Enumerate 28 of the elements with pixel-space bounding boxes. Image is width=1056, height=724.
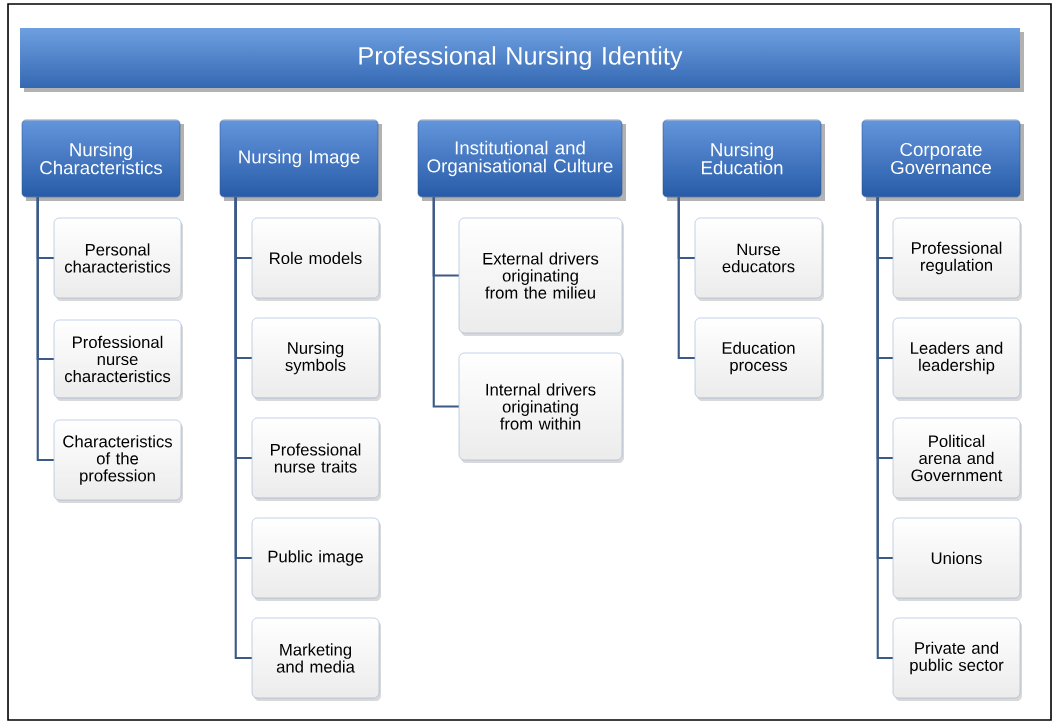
item-box: Public image bbox=[251, 517, 381, 601]
item-box: Political arena and Government bbox=[892, 417, 1022, 501]
category-box: Nursing Characteristics bbox=[21, 119, 184, 201]
item-box: Professional regulation bbox=[892, 217, 1022, 301]
item-box: Nurse educators bbox=[694, 217, 824, 301]
connector-line bbox=[36, 197, 54, 462]
item-box: Leaders and leadership bbox=[892, 317, 1022, 401]
item-box: Marketing and media bbox=[251, 617, 381, 701]
item-box: Private and public sector bbox=[892, 617, 1022, 701]
item-box: External drivers originating from the milieu bbox=[458, 217, 624, 336]
category-box: Corporate Governance bbox=[861, 119, 1024, 201]
item-box: Personal characteristics bbox=[53, 217, 183, 301]
item-box: Internal drivers originating from within bbox=[458, 352, 624, 463]
connector-line bbox=[432, 197, 459, 408]
category-box: Nursing Image bbox=[219, 119, 382, 201]
title-banner: Professional Nursing Identity bbox=[20, 28, 1024, 92]
connector-line bbox=[234, 197, 252, 660]
item-box: Characteristics of the profession bbox=[53, 419, 183, 503]
connector-line bbox=[876, 197, 893, 660]
item-box: Nursing symbols bbox=[251, 317, 381, 401]
category-box: Institutional and Organisational Culture bbox=[417, 119, 626, 201]
item-box: Education process bbox=[694, 317, 824, 401]
item-box: Professional nurse characteristics bbox=[53, 319, 183, 401]
connector-line bbox=[677, 197, 695, 360]
item-box: Professional nurse traits bbox=[251, 417, 381, 501]
category-box: Nursing Education bbox=[662, 119, 825, 201]
item-box: Unions bbox=[892, 517, 1022, 601]
item-box: Role models bbox=[251, 217, 381, 301]
